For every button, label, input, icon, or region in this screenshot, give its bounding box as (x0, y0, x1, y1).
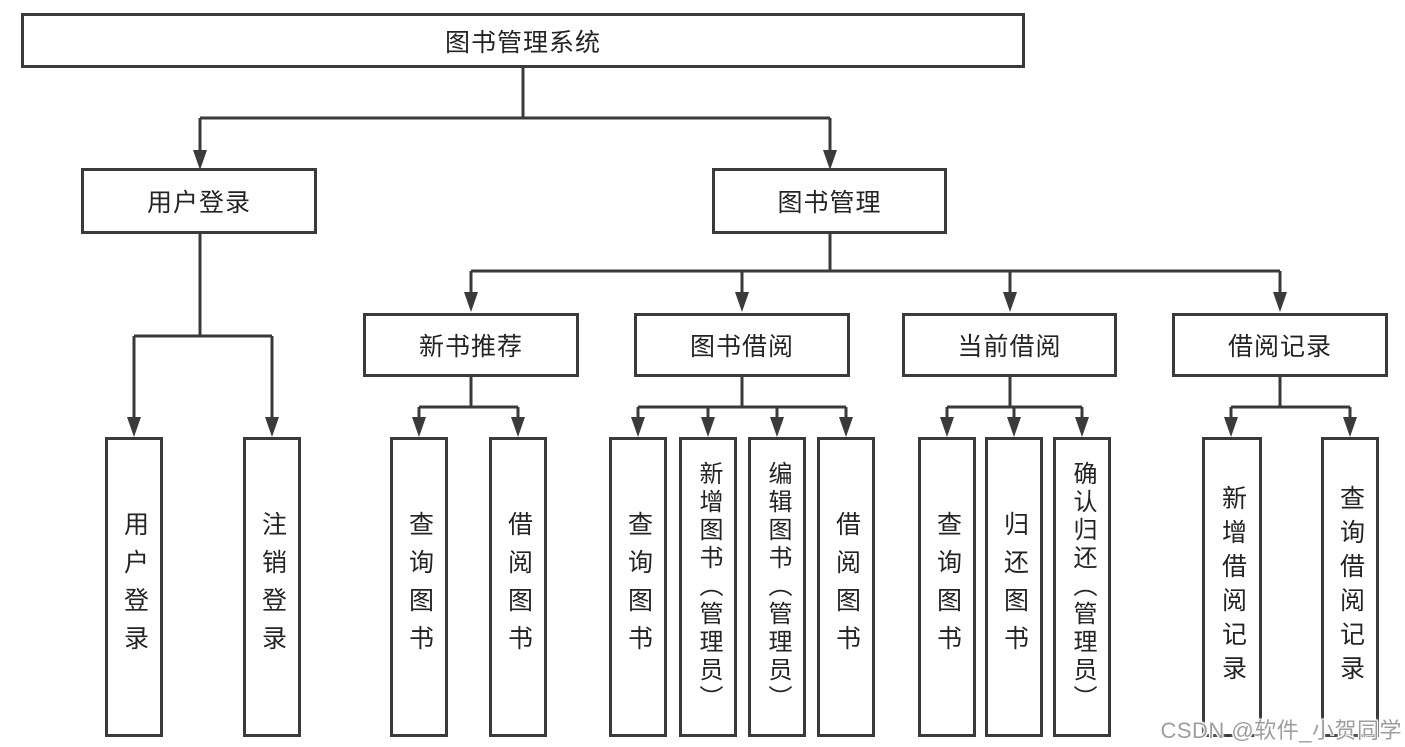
leaf-add-book-admin: 新增图书（管理员） (679, 437, 737, 737)
leaf-query-books-recommend: 查询图书 (390, 437, 448, 737)
node-library-system: 图书管理系统 (21, 13, 1025, 68)
node-label: 新增借阅记录 (1218, 485, 1247, 689)
node-current-borrowing: 当前借阅 (902, 313, 1117, 377)
watermark: CSDN @软件_小贺同学 (1160, 718, 1402, 743)
node-user-login: 用户登录 (81, 168, 317, 234)
node-label: 查询借阅记录 (1336, 485, 1365, 689)
node-label: 查询图书 (624, 511, 653, 663)
node-label: 新增图书（管理员） (695, 461, 722, 713)
node-label: 确认归还（管理员） (1069, 461, 1096, 713)
node-label: 借阅记录 (1227, 333, 1332, 361)
node-label: 查询图书 (933, 511, 962, 663)
node-book-management: 图书管理 (712, 168, 947, 234)
leaf-query-borrow-record: 查询借阅记录 (1321, 437, 1379, 737)
node-label: 归还图书 (1000, 511, 1029, 663)
node-label: 图书管理 (777, 189, 882, 217)
leaf-logout: 注销登录 (243, 437, 301, 737)
node-label: 借阅图书 (504, 511, 533, 663)
leaf-add-borrow-record: 新增借阅记录 (1202, 437, 1262, 737)
node-label: 用户登录 (120, 511, 149, 663)
node-label: 注销登录 (258, 511, 287, 663)
node-book-borrowing: 图书借阅 (634, 313, 850, 377)
arrowheads (127, 150, 1357, 437)
leaf-borrow-books-borrowing: 借阅图书 (817, 437, 875, 737)
node-label: 编辑图书（管理员） (764, 461, 791, 713)
node-label: 借阅图书 (832, 511, 861, 663)
node-label: 当前借阅 (957, 333, 1062, 361)
leaf-borrow-books-recommend: 借阅图书 (489, 437, 547, 737)
leaf-edit-book-admin: 编辑图书（管理员） (748, 437, 806, 737)
node-label: 图书管理系统 (444, 28, 601, 57)
leaf-return-books: 归还图书 (985, 437, 1043, 737)
node-new-book-recommend: 新书推荐 (363, 313, 579, 377)
leaf-confirm-return-admin: 确认归还（管理员） (1053, 437, 1111, 737)
leaf-query-books-current: 查询图书 (918, 437, 976, 737)
leaf-query-books-borrowing: 查询图书 (609, 437, 667, 737)
node-label: 用户登录 (146, 189, 251, 217)
node-label: 图书借阅 (689, 333, 794, 361)
node-label: 查询图书 (405, 511, 434, 663)
node-label: 新书推荐 (418, 333, 523, 361)
leaf-user-login: 用户登录 (105, 437, 163, 737)
node-borrowing-records: 借阅记录 (1172, 313, 1388, 377)
